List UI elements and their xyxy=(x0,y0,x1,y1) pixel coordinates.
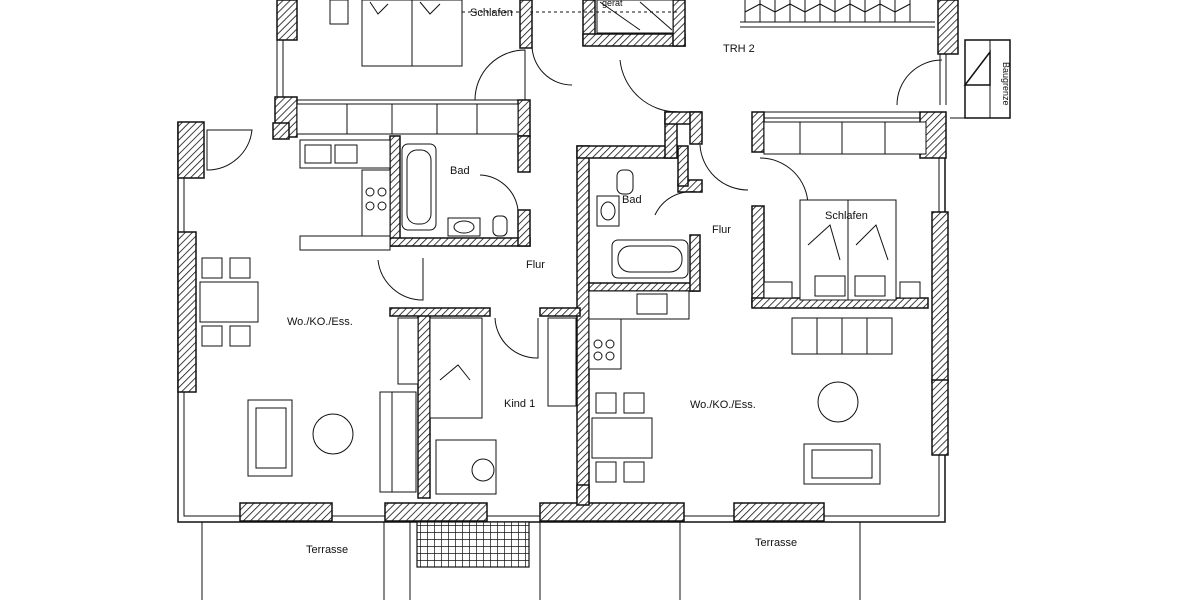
top-bed xyxy=(329,0,520,67)
utility-cross xyxy=(599,1,673,31)
room-label-kind: Kind 1 xyxy=(504,398,535,410)
left-lounge xyxy=(247,317,419,493)
room-label-wo-left: Wo./KO./Ess. xyxy=(287,316,353,328)
staircase xyxy=(740,0,935,28)
room-label-terrasse-left: Terrasse xyxy=(306,544,348,556)
room-label-geraet: gerät xyxy=(602,0,623,8)
boundary-label: Baugrenze xyxy=(1001,62,1011,106)
doors xyxy=(206,44,943,359)
right-lounge xyxy=(791,317,893,485)
utility-room xyxy=(596,0,674,34)
kind-room-furniture xyxy=(429,317,577,495)
room-label-wo-right: Wo./KO./Ess. xyxy=(690,399,756,411)
right-bath-fixtures xyxy=(596,169,689,279)
left-kitchen xyxy=(299,139,391,251)
left-dining xyxy=(199,257,259,347)
right-kitchen xyxy=(588,290,690,370)
room-label-bad-left: Bad xyxy=(450,165,470,177)
room-label-terrasse-right: Terrasse xyxy=(755,537,797,549)
room-label-flur-left: Flur xyxy=(526,259,545,271)
room-label-bad-right: Bad xyxy=(622,194,642,206)
room-label-trh: TRH 2 xyxy=(723,43,755,55)
right-dining xyxy=(591,392,653,483)
left-bath-fixtures xyxy=(401,143,508,237)
room-label-schlafen-top: Schlafen xyxy=(470,7,513,19)
top-wardrobe xyxy=(296,103,519,135)
right-wardrobe xyxy=(763,121,927,155)
room-label-flur-right: Flur xyxy=(712,224,731,236)
boundary-marker xyxy=(950,39,1011,119)
right-bed xyxy=(763,199,921,301)
room-label-schlafen-right: Schlafen xyxy=(825,210,868,222)
